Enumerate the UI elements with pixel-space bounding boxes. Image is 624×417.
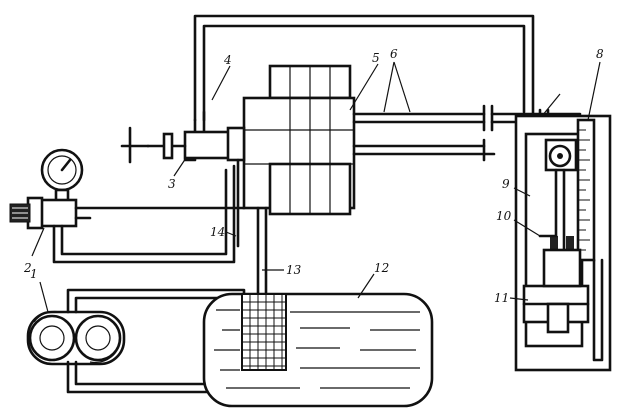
scale-8 bbox=[576, 118, 604, 362]
regulator-2 bbox=[9, 196, 246, 230]
filter-13 bbox=[241, 293, 287, 371]
top-return-pipe bbox=[193, 14, 535, 122]
part-labels: 1 2 3 4 5 6 8 9 10 11 12 13 14 bbox=[23, 47, 604, 305]
label-4: 4 bbox=[223, 53, 232, 67]
label-1: 1 bbox=[30, 267, 38, 281]
label-12: 12 bbox=[374, 261, 389, 275]
valve-3 bbox=[120, 126, 246, 164]
label-5: 5 bbox=[372, 51, 380, 65]
tank-12 bbox=[202, 292, 434, 408]
label-10: 10 bbox=[496, 209, 512, 223]
cylinder-11 bbox=[522, 248, 590, 334]
pipe-13 bbox=[256, 206, 268, 298]
label-3: 3 bbox=[168, 177, 176, 191]
pressure-gauge bbox=[40, 148, 84, 204]
label-9: 9 bbox=[502, 177, 510, 191]
label-2: 2 bbox=[23, 261, 32, 275]
pump-1 bbox=[26, 310, 126, 366]
label-8: 8 bbox=[596, 47, 604, 61]
fluid-lines bbox=[214, 309, 420, 389]
pipes-6 bbox=[352, 104, 582, 162]
label-14: 14 bbox=[210, 225, 225, 239]
label-11: 11 bbox=[494, 291, 509, 305]
component-5 bbox=[242, 64, 356, 216]
pulley bbox=[544, 138, 578, 172]
leader-lines bbox=[31, 61, 601, 313]
pipe-14 bbox=[52, 158, 240, 264]
label-13: 13 bbox=[286, 263, 302, 277]
label-6: 6 bbox=[390, 47, 398, 61]
